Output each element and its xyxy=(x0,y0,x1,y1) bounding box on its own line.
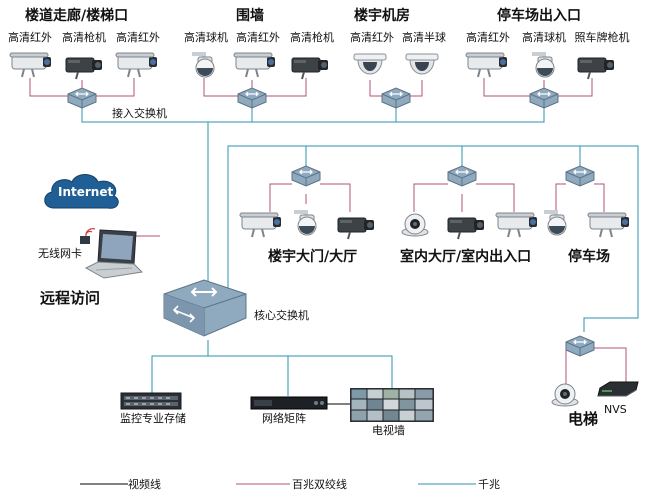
access-switch-icon xyxy=(564,334,596,358)
camera-label: 高清红外 xyxy=(8,31,52,44)
gigabit-line xyxy=(227,145,639,332)
storage-array-icon xyxy=(120,392,182,410)
box-camera-icon xyxy=(444,212,488,240)
camera-label: 高清红外 xyxy=(236,31,280,44)
access-switch-icon xyxy=(380,86,412,110)
core-switch-icon xyxy=(160,276,250,342)
elevator-title: 电梯 xyxy=(568,410,599,428)
storage-label: 监控专业存储 xyxy=(120,412,186,425)
box-camera-icon xyxy=(62,52,106,80)
nvs-label: NVS xyxy=(604,403,627,416)
ir-bullet-camera-icon xyxy=(586,210,632,238)
camera-label: 高清枪机 xyxy=(62,31,106,44)
twisted-pair-line xyxy=(29,78,68,97)
matrix-label: 网络矩阵 xyxy=(262,412,306,425)
access-switch-icon xyxy=(66,86,98,110)
camera-label: 高清球机 xyxy=(184,31,228,44)
camera-label: 高清红外 xyxy=(116,31,160,44)
corridor-title: 楼道走廊/楼梯口 xyxy=(25,8,129,24)
twisted-pair-line xyxy=(320,183,351,212)
camera-label: 高清枪机 xyxy=(290,31,334,44)
gigabit-line xyxy=(288,355,393,392)
gigabit-lines xyxy=(81,108,639,396)
ir-bullet-camera-icon xyxy=(114,50,160,78)
mini-dome-camera-icon xyxy=(352,52,388,80)
parking-entrance-title: 停车场出入口 xyxy=(497,8,581,24)
video-wall-label: 电视墙 xyxy=(372,424,405,437)
access-switch-label: 接入交换机 xyxy=(112,107,167,120)
indoor-title: 室内大厅/室内出入口 xyxy=(400,249,532,265)
lobby-title: 楼宇大门/大厅 xyxy=(268,249,358,265)
internet-cloud-icon xyxy=(40,170,122,214)
twisted-pair-line xyxy=(594,347,627,384)
wireless-card-label: 无线网卡 xyxy=(38,247,82,260)
laptop-icon xyxy=(84,228,144,280)
gigabit-line xyxy=(81,108,545,123)
twisted-pair-line xyxy=(96,78,135,97)
camera-label: 照车牌枪机 xyxy=(574,31,630,44)
network-matrix-icon xyxy=(250,396,328,410)
legend-twisted-label: 百兆双绞线 xyxy=(292,478,347,491)
wifi-card-icon xyxy=(78,228,98,246)
twisted-pair-line xyxy=(266,78,307,97)
camera-label: 高清半球 xyxy=(402,31,446,44)
twisted-pair-line xyxy=(203,78,238,97)
core-switch-label: 核心交换机 xyxy=(254,309,309,322)
twisted-pair-line xyxy=(476,183,515,212)
dome-ptz-camera-icon xyxy=(188,46,222,80)
box-camera-icon xyxy=(574,52,618,80)
legend-gigabit-label: 千兆 xyxy=(478,478,500,491)
access-switch-icon xyxy=(290,164,322,188)
twisted-pair-line xyxy=(483,78,530,97)
eyeball-dome-camera-icon xyxy=(550,380,580,408)
gigabit-line xyxy=(208,355,289,396)
legend-video-label: 视频线 xyxy=(128,478,161,491)
dome-ptz-camera-icon xyxy=(528,46,562,80)
twisted-pair-lines xyxy=(29,78,627,384)
remote-access-title: 远程访问 xyxy=(40,289,101,307)
twisted-pair-line xyxy=(558,78,593,97)
ir-bullet-camera-icon xyxy=(494,210,540,238)
parking-title: 停车场 xyxy=(568,249,610,265)
ir-bullet-camera-icon xyxy=(238,210,284,238)
twisted-pair-line xyxy=(413,183,448,212)
twisted-pair-line xyxy=(269,183,292,212)
access-switch-icon xyxy=(446,164,478,188)
ir-bullet-camera-icon xyxy=(464,50,510,78)
twisted-pair-line xyxy=(594,183,605,212)
nvs-device-icon xyxy=(596,380,640,402)
box-camera-icon xyxy=(288,52,332,80)
access-switch-icon xyxy=(528,86,560,110)
ir-bullet-camera-icon xyxy=(232,50,278,78)
machine-room-title: 楼宇机房 xyxy=(354,8,410,24)
camera-label: 高清球机 xyxy=(522,31,566,44)
internet-label: Internet xyxy=(58,185,114,199)
camera-label: 高清红外 xyxy=(350,31,394,44)
ir-bullet-camera-icon xyxy=(8,50,54,78)
video-wall-icon xyxy=(350,388,434,422)
twisted-pair-line xyxy=(369,80,382,97)
gigabit-line xyxy=(151,340,209,394)
mini-dome-camera-icon xyxy=(404,52,440,80)
twisted-pair-line xyxy=(410,80,423,97)
box-camera-icon xyxy=(334,212,378,240)
access-switch-icon xyxy=(236,86,268,110)
dome-ptz-camera-icon xyxy=(290,204,324,238)
dome-ptz-camera-icon xyxy=(540,204,574,238)
twisted-pair-line xyxy=(555,183,566,212)
eyeball-dome-camera-icon xyxy=(400,210,430,238)
fence-title: 围墙 xyxy=(236,8,264,24)
camera-label: 高清红外 xyxy=(466,31,510,44)
access-switch-icon xyxy=(564,164,596,188)
